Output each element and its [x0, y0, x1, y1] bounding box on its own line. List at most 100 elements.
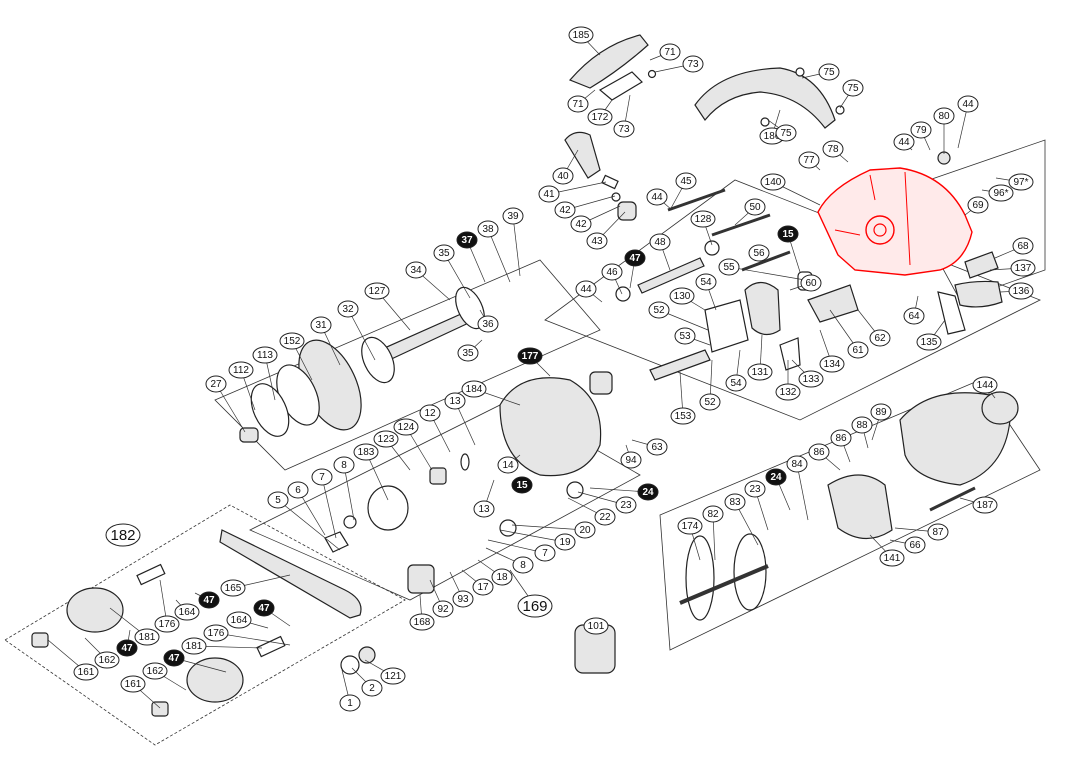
callout-bubble: [511, 476, 533, 494]
callout-text: 7: [542, 548, 548, 559]
leader-line-32: [347, 308, 376, 361]
callout-text: 52: [704, 397, 716, 408]
callout-bubble: [575, 280, 597, 298]
callout-text: 54: [700, 277, 712, 288]
callout-text: 124: [398, 422, 415, 433]
callout-text: 18: [496, 572, 508, 583]
callout-bubble: [502, 207, 524, 225]
callout-label-45: 45: [675, 172, 697, 190]
callout-bubble: [830, 429, 852, 447]
callout-label-55: 55: [718, 258, 740, 276]
callout-label-20: 20: [574, 521, 596, 539]
part-133-clip: [779, 337, 801, 371]
callout-label-165: 165: [220, 579, 246, 597]
callout-text: 128: [695, 214, 712, 225]
callout-label-60: 60: [800, 274, 822, 292]
callout-label-164: 164: [226, 611, 252, 629]
part-clutch-cam: [704, 299, 749, 353]
callout-bubble: [517, 347, 543, 365]
callout-bubble: [433, 244, 455, 262]
callout-text: 141: [884, 553, 901, 564]
callout-label-69: 69: [967, 196, 989, 214]
callout-text: 66: [909, 540, 921, 551]
callout-bubble: [456, 231, 478, 249]
callout-text: 86: [813, 447, 825, 458]
callout-label-66: 66: [904, 536, 926, 554]
callout-bubble: [567, 95, 589, 113]
callout-text: 174: [682, 521, 699, 532]
callout-label-121: 121: [380, 667, 406, 685]
callout-text: 68: [1017, 241, 1029, 252]
leader-line-7: [321, 476, 337, 539]
callout-bubble: [624, 249, 646, 267]
highlighted-frame-part: [817, 167, 973, 276]
callout-text: 36: [482, 319, 494, 330]
callout-label-183: 183: [353, 443, 379, 461]
callout-text: 82: [707, 509, 719, 520]
callout-text: 14: [502, 460, 514, 471]
callout-label-24: 24: [765, 468, 787, 486]
callout-bubble: [798, 151, 820, 169]
callout-label-7: 7: [534, 544, 556, 562]
callout-text: 44: [898, 137, 910, 148]
frame-spool-side-group: [659, 379, 1041, 651]
spool-group-parts: [574, 391, 1019, 674]
callout-label-42: 42: [554, 201, 576, 219]
callout-bubble: [957, 95, 979, 113]
callout-bubble: [842, 79, 864, 97]
callout-bubble: [226, 611, 252, 629]
callout-text: 34: [410, 265, 422, 276]
callout-text: 136: [1013, 286, 1030, 297]
part-141-frame: [827, 474, 893, 540]
callout-bubble: [659, 43, 681, 61]
callout-label-184: 184: [461, 380, 487, 398]
part-184-sideplate: [499, 377, 602, 477]
callout-bubble: [744, 198, 766, 216]
part-172-clip: [598, 71, 643, 101]
part-42-washer-a: [611, 192, 621, 202]
callout-bubble: [725, 374, 747, 392]
callout-label-56: 56: [748, 244, 770, 262]
leader-line-19: [499, 529, 566, 543]
callout-bubble: [760, 173, 786, 191]
callout-label-94: 94: [620, 451, 642, 469]
callout-text: 133: [803, 374, 820, 385]
callout-text: 38: [482, 224, 494, 235]
part-174-spool-shaft: [679, 564, 769, 605]
callout-bubble: [869, 329, 891, 347]
callout-text: 45: [680, 176, 692, 187]
part-181-knob-right: [186, 657, 244, 703]
leader-line-38: [487, 228, 511, 283]
callout-bubble: [818, 63, 840, 81]
leader-line-5: [277, 499, 341, 551]
callout-bubble: [637, 483, 659, 501]
callout-text: 8: [341, 460, 347, 471]
callout-label-54: 54: [695, 273, 717, 291]
callout-text: 47: [629, 253, 641, 264]
callout-label-52: 52: [648, 301, 670, 319]
callout-bubble: [586, 232, 608, 250]
callout-text: 32: [342, 304, 354, 315]
callout-bubble: [220, 579, 246, 597]
callout-label-44: 44: [646, 188, 668, 206]
callout-bubble: [677, 517, 703, 535]
callout-text: 186: [764, 131, 781, 142]
callout-label-182: 182: [105, 523, 141, 547]
callout-label-144: 144: [972, 376, 998, 394]
callout-bubble: [646, 188, 668, 206]
part-168-cap: [407, 564, 435, 594]
callout-bubble: [512, 556, 534, 574]
part-32-ratchet: [361, 336, 395, 384]
callout-text: 37: [461, 235, 473, 246]
callout-label-62: 62: [869, 329, 891, 347]
callout-text: 161: [78, 667, 95, 678]
frame-level-wind-group: [544, 179, 1041, 421]
leader-line-55: [728, 266, 806, 281]
callout-bubble: [497, 456, 519, 474]
part-165-handle-arm: [219, 529, 362, 619]
callout-label-35: 35: [433, 244, 455, 262]
callout-bubble: [534, 544, 556, 562]
callout-bubble: [472, 578, 494, 596]
callout-bubble: [333, 456, 355, 474]
part-23-bearing: [566, 481, 584, 499]
